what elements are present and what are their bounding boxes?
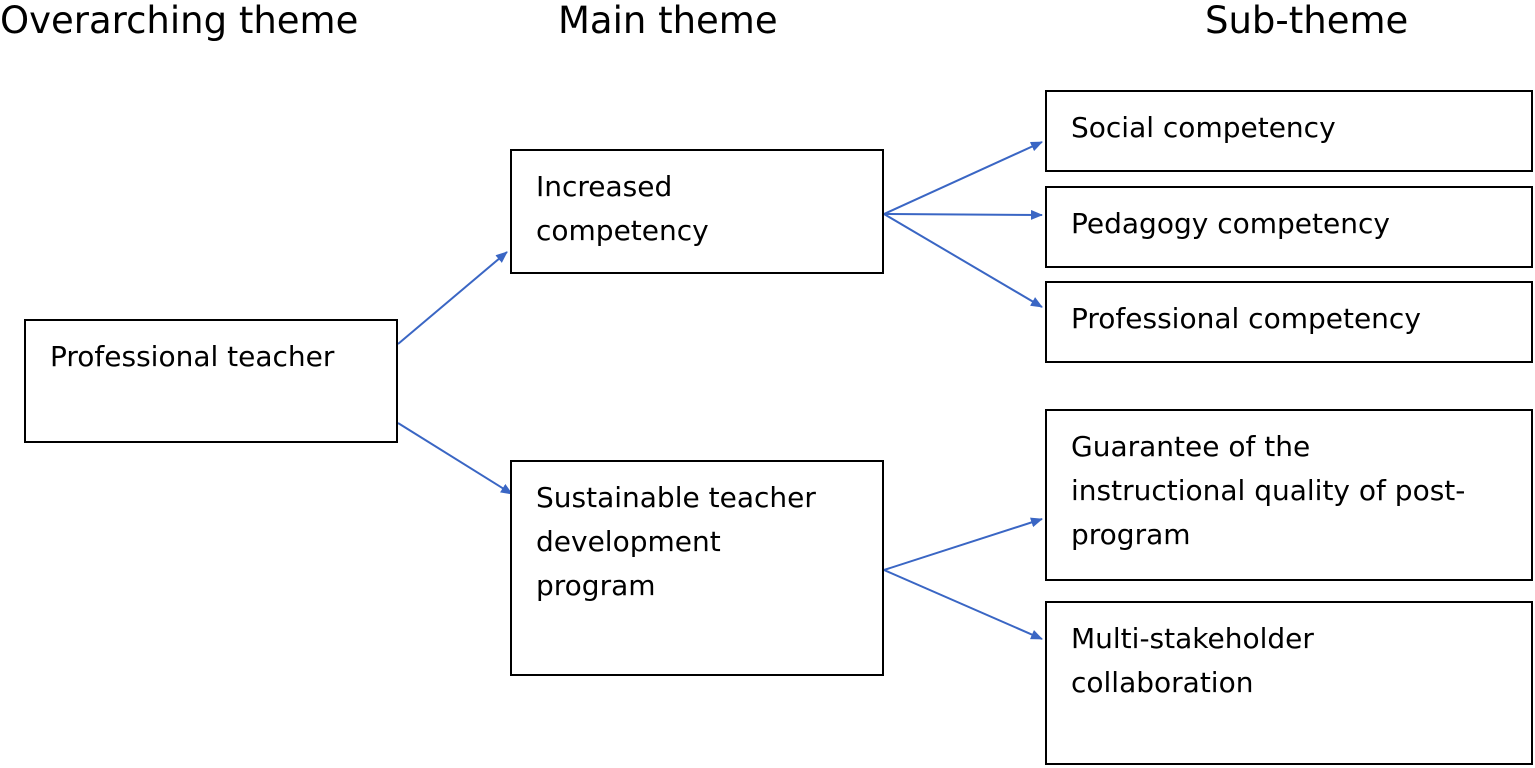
arrow-sustainable-to-multi — [883, 569, 1043, 640]
multi-stakeholder-box: Multi-stakeholder collaboration — [1045, 601, 1533, 765]
sub-theme-header: Sub-theme — [1205, 0, 1409, 42]
professional-teacher-box: Professional teacher — [24, 319, 398, 443]
sustainable-program-box: Sustainable teacher development program — [510, 460, 884, 676]
arrow-professional-to-sustainable — [397, 422, 513, 495]
increased-competency-box: Increased competency — [510, 149, 884, 274]
instructional-quality-box: Guarantee of the instructional quality o… — [1045, 409, 1533, 581]
main-theme-header: Main theme — [558, 0, 778, 42]
arrow-increased-to-pedagogy — [883, 209, 1043, 220]
arrow-sustainable-to-guarantee — [883, 517, 1043, 571]
arrow-professional-to-increased — [397, 251, 508, 345]
arrow-increased-to-social — [883, 141, 1043, 215]
arrow-increased-to-professional — [883, 213, 1043, 308]
professional-competency-box: Professional competency — [1045, 281, 1533, 363]
pedagogy-competency-box: Pedagogy competency — [1045, 186, 1533, 268]
overarching-theme-header: Overarching theme — [0, 0, 359, 42]
social-competency-box: Social competency — [1045, 90, 1533, 172]
